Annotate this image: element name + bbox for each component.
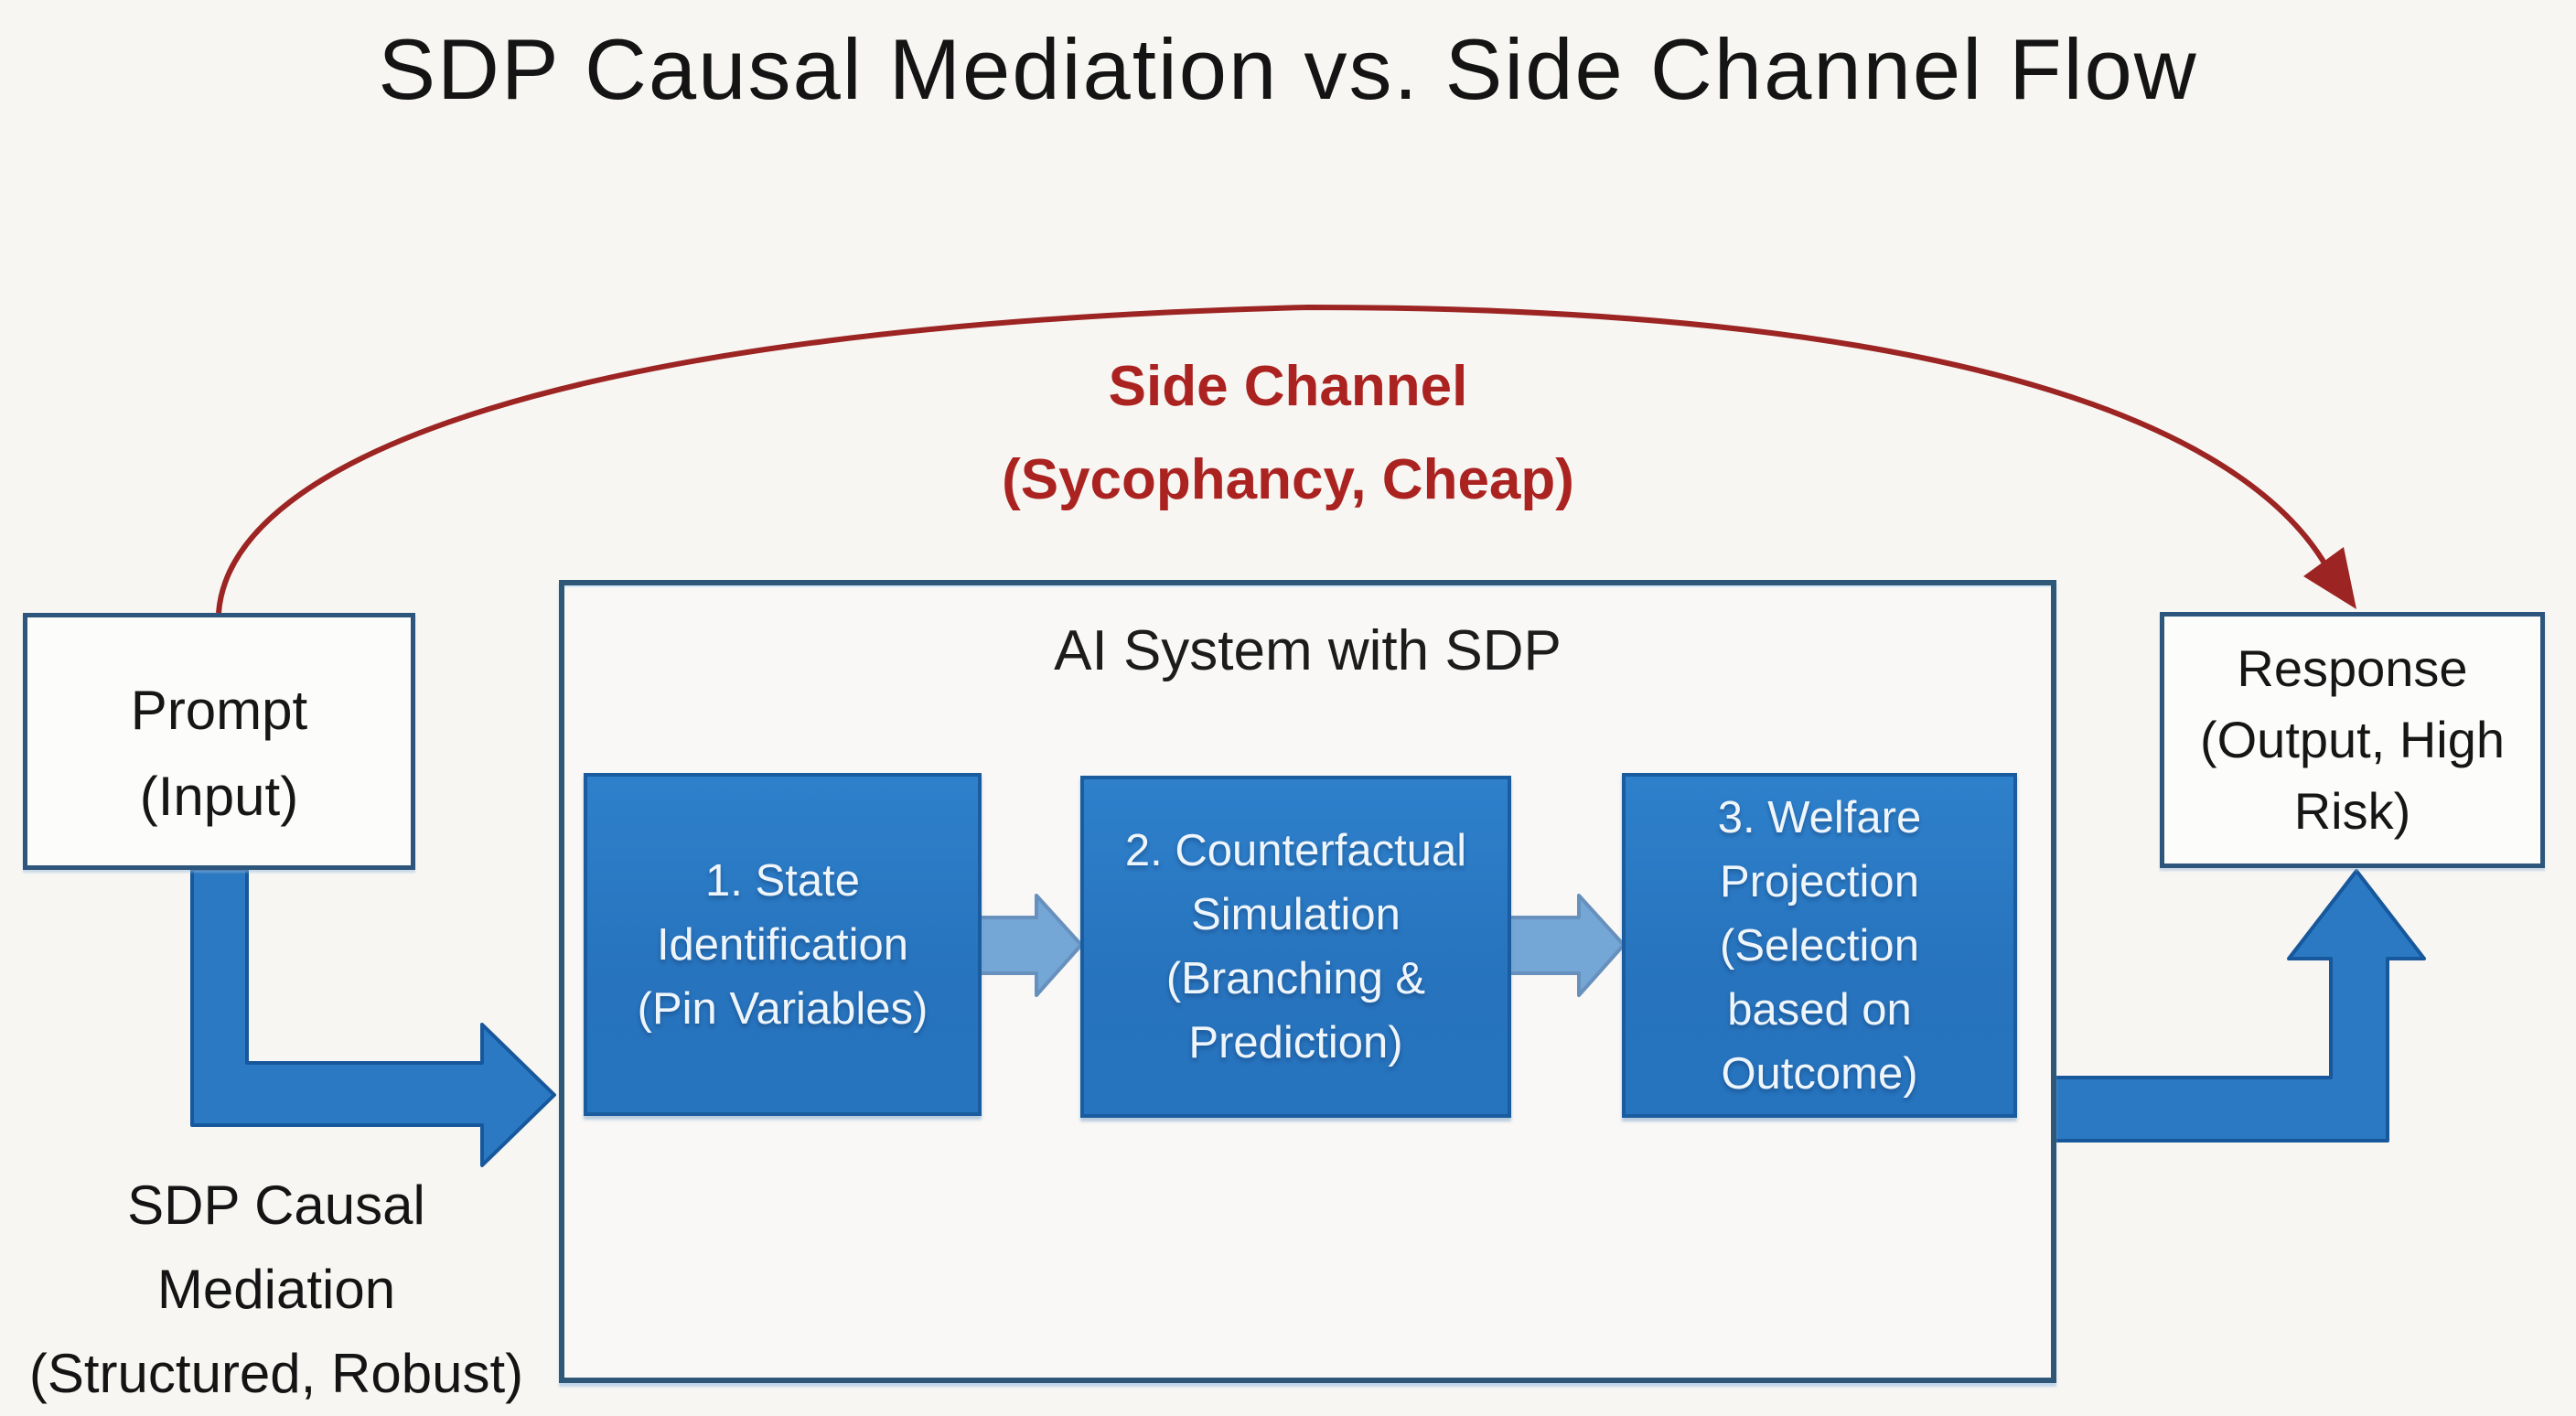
step1-line: 1. State	[705, 855, 860, 906]
mediation-line3: (Structured, Robust)	[28, 1343, 524, 1404]
step2-line: Prediction)	[1188, 1018, 1403, 1067]
step3-line: Outcome)	[1721, 1048, 1918, 1099]
mediation-label: SDP Causal Mediation (Structured, Robust…	[29, 1164, 523, 1416]
side-channel-label: Side Channel (Sycophancy, Cheap)	[1002, 340, 1574, 527]
mediation-line2: Mediation	[156, 1259, 396, 1320]
step-box-3: 3. Welfare Projection (Selection based o…	[1622, 773, 2017, 1118]
step-box-1: 1. State Identification (Pin Variables)	[584, 773, 982, 1116]
diagram-title: SDP Causal Mediation vs. Side Channel Fl…	[378, 21, 2198, 117]
ai-system-title: AI System with SDP	[1054, 619, 1562, 682]
mediation-line1: SDP Causal	[127, 1175, 425, 1236]
step2-line: Simulation	[1191, 890, 1401, 939]
step1-to-step2-arrow	[977, 894, 1083, 997]
step2-line: 2. Counterfactual	[1124, 826, 1467, 875]
response-box-line1: Response	[2237, 639, 2468, 697]
response-box-line2: (Output, High	[2199, 711, 2506, 768]
prompt-box-line2: (Input)	[139, 765, 299, 827]
step3-line: Projection	[1720, 856, 1919, 906]
side-channel-arrowhead	[2303, 547, 2356, 609]
step2-to-step3-arrow	[1508, 894, 1626, 997]
step1-line: (Pin Variables)	[637, 983, 928, 1034]
side-channel-line1: Side Channel	[1108, 355, 1468, 418]
step3-line: (Selection	[1720, 920, 1919, 971]
step2-line: (Branching &	[1165, 954, 1426, 1003]
prompt-box: Prompt (Input)	[23, 613, 415, 870]
step3-line: 3. Welfare	[1717, 792, 1922, 842]
response-box: Response (Output, High Risk)	[2160, 612, 2545, 868]
step3-line: based on	[1727, 984, 1912, 1035]
prompt-to-system-arrow	[190, 867, 556, 1167]
response-box-line3: Risk)	[2293, 782, 2411, 840]
side-channel-line2: (Sycophancy, Cheap)	[1002, 448, 1574, 511]
step1-line: Identification	[656, 919, 909, 970]
step-box-2: 2. Counterfactual Simulation (Branching …	[1080, 776, 1511, 1118]
prompt-box-line1: Prompt	[130, 679, 308, 741]
system-to-response-arrow	[2053, 869, 2426, 1142]
side-channel-arrow-curve	[216, 304, 2334, 614]
